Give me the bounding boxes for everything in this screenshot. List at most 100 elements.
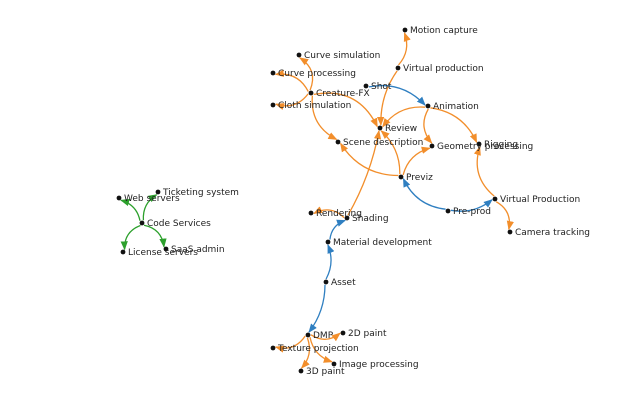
edge-animation-to-geometry_processing [423, 108, 433, 144]
node-curve-simulation: Curve simulation [296, 51, 380, 61]
node-motion-capture: Motion capture [402, 26, 478, 36]
node-dot [163, 246, 169, 252]
edge-asset-to-material_development [325, 244, 335, 280]
edge-code_services-to-ticketing_system [142, 194, 158, 221]
node-camera-tracking: Camera tracking [507, 228, 590, 238]
node-label: Rendering [316, 209, 362, 219]
node-texture-projection: Texture projection [270, 344, 359, 354]
node-dot [120, 249, 126, 255]
node-dot [363, 83, 369, 89]
node-label: Texture projection [277, 344, 359, 354]
node-label: Shading [352, 214, 389, 224]
node-label: DMP [313, 331, 334, 341]
node-label: Material development [333, 238, 432, 248]
node-dot [116, 195, 122, 201]
edge-animation-to-rigging [430, 107, 478, 144]
node-material-development: Material development [325, 238, 432, 248]
edge-previz-to-review [380, 130, 401, 175]
node-dot [492, 196, 498, 202]
node-previz: Previz [398, 173, 433, 183]
node-label: Scene description [343, 138, 423, 148]
node-dot [270, 345, 276, 351]
edges-layer [120, 32, 514, 369]
node-animation: Animation [425, 102, 479, 112]
node-image-processing: Image processing [331, 360, 419, 370]
node-geometry-processing: Geometry processing [429, 142, 533, 152]
edge-asset-to-dmp [308, 284, 326, 333]
node-dot [308, 210, 314, 216]
node-dot [270, 102, 276, 108]
node-label: Animation [433, 102, 479, 112]
node-code-services: Code Services [139, 219, 211, 229]
node-label: License servers [128, 248, 198, 258]
node-dot [445, 208, 451, 214]
node-dot [377, 125, 383, 131]
node-dot [402, 27, 408, 33]
edge-material_development-to-shading [329, 219, 346, 240]
edge-previz-to-geometry_processing [402, 146, 431, 176]
node-label: 2D paint [348, 329, 387, 339]
edge-creature_fx-to-curve_simulation [299, 57, 314, 91]
node-license-servers: License servers [120, 248, 198, 258]
node-label: Shot [371, 82, 392, 92]
node-dot [296, 52, 302, 58]
node-label: Cloth simulation [278, 101, 351, 111]
node-label: Web servers [124, 194, 180, 204]
node-virtual-production: Virtual production [395, 64, 484, 74]
edge-creature_fx-to-cloth_simulation [275, 93, 309, 111]
edge-code_services-to-saas_admin [143, 224, 167, 248]
edge-creature_fx-to-curve_processing [274, 69, 309, 92]
node-web-servers: Web servers [116, 194, 180, 204]
edge-shading-to-review [347, 129, 382, 216]
node-paint-2d: 2D paint [340, 329, 387, 339]
node-label: Code Services [147, 219, 211, 229]
node-dot [323, 279, 329, 285]
edge-virtual_production-to-review [377, 70, 398, 127]
node-dot [155, 189, 161, 195]
edge-dmp-to-image_processing [309, 337, 333, 363]
node-rigging: Rigging [476, 140, 518, 150]
node-label: Camera tracking [515, 228, 590, 238]
edge-previz-to-scene_description [340, 142, 399, 177]
node-label: SaaS admin [171, 245, 225, 255]
node-label: Geometry processing [437, 142, 533, 152]
node-dot [298, 368, 304, 374]
edge-pre_prod-to-virtual_production_2 [450, 199, 493, 212]
edge-shading-to-rendering [313, 206, 345, 219]
edge-virtual_production-to-motion_capture [398, 32, 411, 66]
edge-virtual_production_2-to-camera_tracking [495, 201, 514, 231]
node-dot [340, 330, 346, 336]
node-curve-processing: Curve processing [270, 69, 356, 79]
node-virtual-production-2: Virtual Production [492, 195, 580, 205]
edge-code_services-to-license_servers [120, 224, 141, 251]
node-dot [398, 174, 404, 180]
node-label: Virtual production [403, 64, 484, 74]
edge-dmp-to-paint_2d [310, 332, 341, 342]
node-dot [308, 90, 314, 96]
node-pre-prod: Pre-prod [445, 207, 491, 217]
node-label: Review [385, 124, 417, 134]
node-saas-admin: SaaS admin [163, 245, 225, 255]
node-paint-3d: 3D paint [298, 367, 345, 377]
node-label: Ticketing system [162, 188, 239, 198]
node-label: Image processing [339, 360, 419, 370]
node-dmp: DMP [305, 331, 334, 341]
node-scene-description: Scene description [335, 138, 423, 148]
edge-creature_fx-to-review [313, 92, 378, 128]
node-rendering: Rendering [308, 209, 362, 219]
node-dot [331, 361, 337, 367]
node-shot: Shot [363, 82, 392, 92]
node-label: Previz [406, 173, 433, 183]
node-dot [425, 103, 431, 109]
edge-dmp-to-texture_projection [274, 335, 306, 353]
edge-pre_prod-to-previz [402, 177, 446, 210]
node-creature-fx: Creature-FX [308, 89, 370, 99]
node-cloth-simulation: Cloth simulation [270, 101, 351, 111]
edge-code_services-to-web_servers [120, 198, 141, 221]
node-dot [305, 332, 311, 338]
node-shading: Shading [344, 214, 389, 224]
edge-creature_fx-to-scene_description [311, 95, 338, 140]
node-label: Rigging [484, 140, 518, 150]
